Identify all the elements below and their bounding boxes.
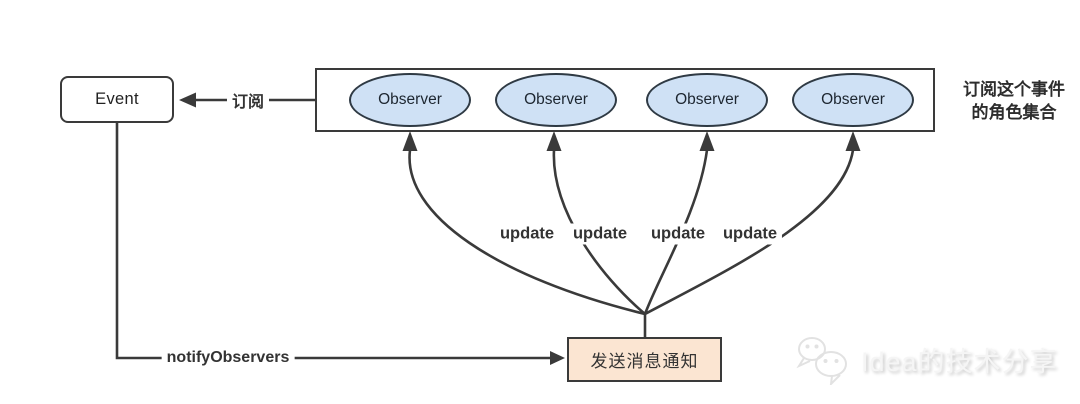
event-box: Event <box>60 76 174 123</box>
observer-node-1: Observer <box>349 73 471 127</box>
subscribe-arrow-label: 订阅 <box>226 87 270 113</box>
notify-arrowhead <box>550 351 565 365</box>
notify-message-box: 发送消息通知 <box>567 337 722 382</box>
observer-node-2: Observer <box>495 73 617 127</box>
observer-node-4: Observer <box>792 73 914 127</box>
observer-group-caption: 订阅这个事件 的角色集合 <box>948 78 1080 124</box>
update-arrow-label-3: update <box>645 223 711 245</box>
watermark-text: Idea的技术分享 <box>861 346 1058 377</box>
update-arrowhead-3 <box>699 131 715 151</box>
update-arrow-label-4: update <box>717 223 783 245</box>
update-arrowhead-1 <box>402 131 418 151</box>
update-arrow-label-1: update <box>494 223 560 245</box>
notify-arrow-label: notifyObservers <box>161 348 295 368</box>
update-arrowhead-4 <box>845 131 861 151</box>
watermark: Idea的技术分享 <box>795 330 1058 388</box>
notify-arrow-line <box>115 123 551 360</box>
update-arrow-label-2: update <box>567 223 633 245</box>
caption-line-1: 订阅这个事件 <box>963 80 1065 99</box>
caption-line-2: 的角色集合 <box>971 103 1057 122</box>
subscribe-arrowhead <box>179 92 196 108</box>
observer-node-3: Observer <box>646 73 768 127</box>
update-arrowhead-2 <box>546 131 562 151</box>
wechat-icon <box>795 333 851 385</box>
